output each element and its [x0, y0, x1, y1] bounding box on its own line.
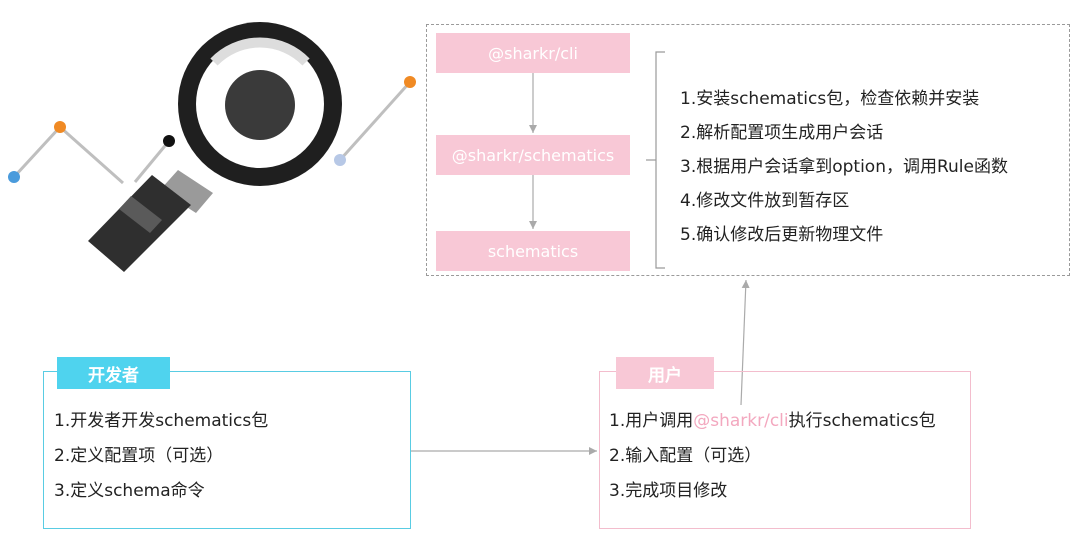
trend-dot-orange: [54, 121, 66, 133]
trend-dot-light: [334, 154, 346, 166]
developer-tag: 开发者: [57, 357, 170, 389]
magnifier-illustration: [8, 22, 416, 272]
user-item: 2.输入配置（可选）: [609, 446, 762, 466]
user-box: [599, 371, 971, 529]
developer-items-list: 1.开发者开发schematics包 2.定义配置项（可选） 3.定义schem…: [54, 404, 268, 509]
process-step: 3.根据用户会话拿到option，调用Rule函数: [680, 157, 1008, 177]
user-item-prefix: 1.用户调用: [609, 411, 694, 431]
user-item-highlight: @sharkr/cli: [693, 411, 789, 431]
developer-item: 3.定义schema命令: [54, 481, 205, 501]
user-items-list: 1.用户调用@sharkr/cli执行schematics包 2.输入配置（可选…: [609, 404, 936, 509]
process-step: 4.修改文件放到暂存区: [680, 191, 850, 211]
user-item: 1.用户调用@sharkr/cli执行schematics包: [609, 404, 936, 439]
user-item-suffix: 执行schematics包: [788, 411, 936, 431]
user-tag: 用户: [616, 357, 714, 389]
process-step: 2.解析配置项生成用户会话: [680, 123, 884, 143]
process-step: 5.确认修改后更新物理文件: [680, 225, 884, 245]
process-panel: [426, 24, 1070, 276]
process-step: 1.安装schematics包，检查依赖并安装: [680, 89, 980, 109]
process-steps-list: 1.安装schematics包，检查依赖并安装 2.解析配置项生成用户会话 3.…: [680, 82, 1008, 252]
trend-line: [8, 76, 416, 185]
trend-dot-black: [163, 135, 175, 147]
developer-item: 1.开发者开发schematics包: [54, 411, 269, 431]
package-sharkr-schematics-box: @sharkr/schematics: [436, 135, 630, 175]
trend-dot-orange-2: [404, 76, 416, 88]
package-schematics-box: schematics: [436, 231, 630, 271]
magnifier-icon: [88, 22, 342, 272]
developer-item: 2.定义配置项（可选）: [54, 446, 224, 466]
trend-dot-blue: [8, 171, 20, 183]
developer-box: [43, 371, 411, 529]
user-item: 3.完成项目修改: [609, 481, 728, 501]
package-cli-box: @sharkr/cli: [436, 33, 630, 73]
